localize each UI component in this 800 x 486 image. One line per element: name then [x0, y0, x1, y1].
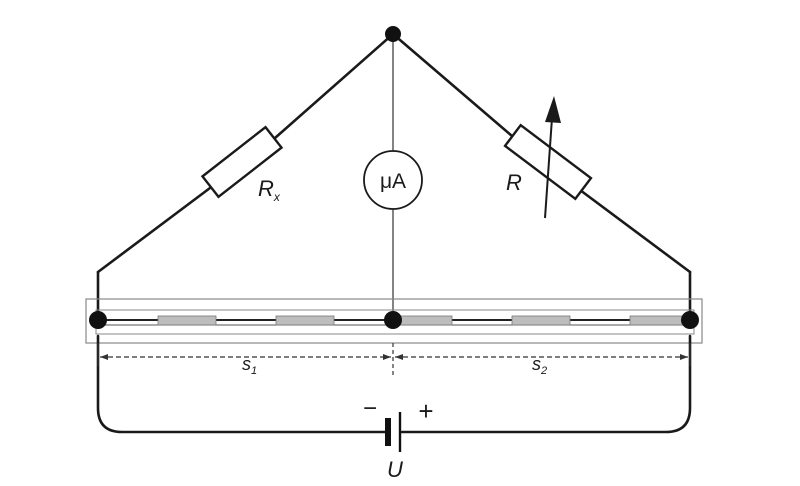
microammeter: μA	[363, 150, 423, 210]
resistor-rx-label-sub: x	[273, 190, 281, 204]
left-node	[89, 311, 107, 329]
s2-arrow-right	[680, 354, 688, 360]
microammeter-circle	[363, 150, 423, 210]
battery-voltage-label: U	[387, 457, 403, 482]
variable-arrow-shaft	[544, 117, 553, 219]
junction-nodes	[89, 26, 699, 329]
s2-label: s2	[532, 354, 547, 377]
top-node	[385, 26, 401, 42]
s2-arrow-left	[395, 354, 403, 360]
dimension-lines: s1 s2	[97, 343, 691, 378]
resistor-rx-body	[200, 125, 284, 199]
bridge-wires	[96, 32, 692, 322]
left-branch-wire-upper	[273, 32, 395, 140]
battery-circuit: − + U	[96, 334, 692, 482]
s2-label-sub: 2	[540, 365, 547, 377]
ruler-outer-frame	[85, 298, 703, 344]
slider-contact-node	[384, 311, 402, 329]
resistor-rx-label: Rx	[258, 176, 281, 204]
microammeter-label: μA	[380, 170, 406, 193]
battery-minus-sign: −	[363, 395, 377, 422]
left-branch-wire-lower	[96, 186, 212, 274]
resistor-rx-label-main: R	[258, 176, 274, 201]
ruler-mark	[393, 315, 453, 326]
battery-wire-left	[96, 334, 388, 434]
ruler-mark	[511, 315, 571, 326]
s1-arrow-left	[100, 354, 108, 360]
battery-plus-sign: +	[418, 396, 433, 426]
s1-label-main: s	[242, 354, 251, 374]
s1-arrow-right	[383, 354, 391, 360]
right-branch-wire-lower	[578, 188, 692, 274]
variable-arrow-head	[545, 96, 561, 123]
s2-label-main: s	[532, 354, 541, 374]
right-node	[681, 311, 699, 329]
resistor-rx: Rx	[200, 125, 284, 204]
battery-wire-right	[400, 334, 692, 434]
ruler-mark	[157, 315, 217, 326]
s1-label: s1	[242, 354, 257, 377]
resistor-r-label: R	[506, 170, 522, 195]
s1-label-sub: 1	[251, 365, 257, 377]
resistor-variable: R	[503, 96, 593, 219]
right-branch-wire-upper	[391, 32, 514, 138]
ruler-mark	[629, 315, 689, 326]
ruler-mark	[275, 315, 335, 326]
